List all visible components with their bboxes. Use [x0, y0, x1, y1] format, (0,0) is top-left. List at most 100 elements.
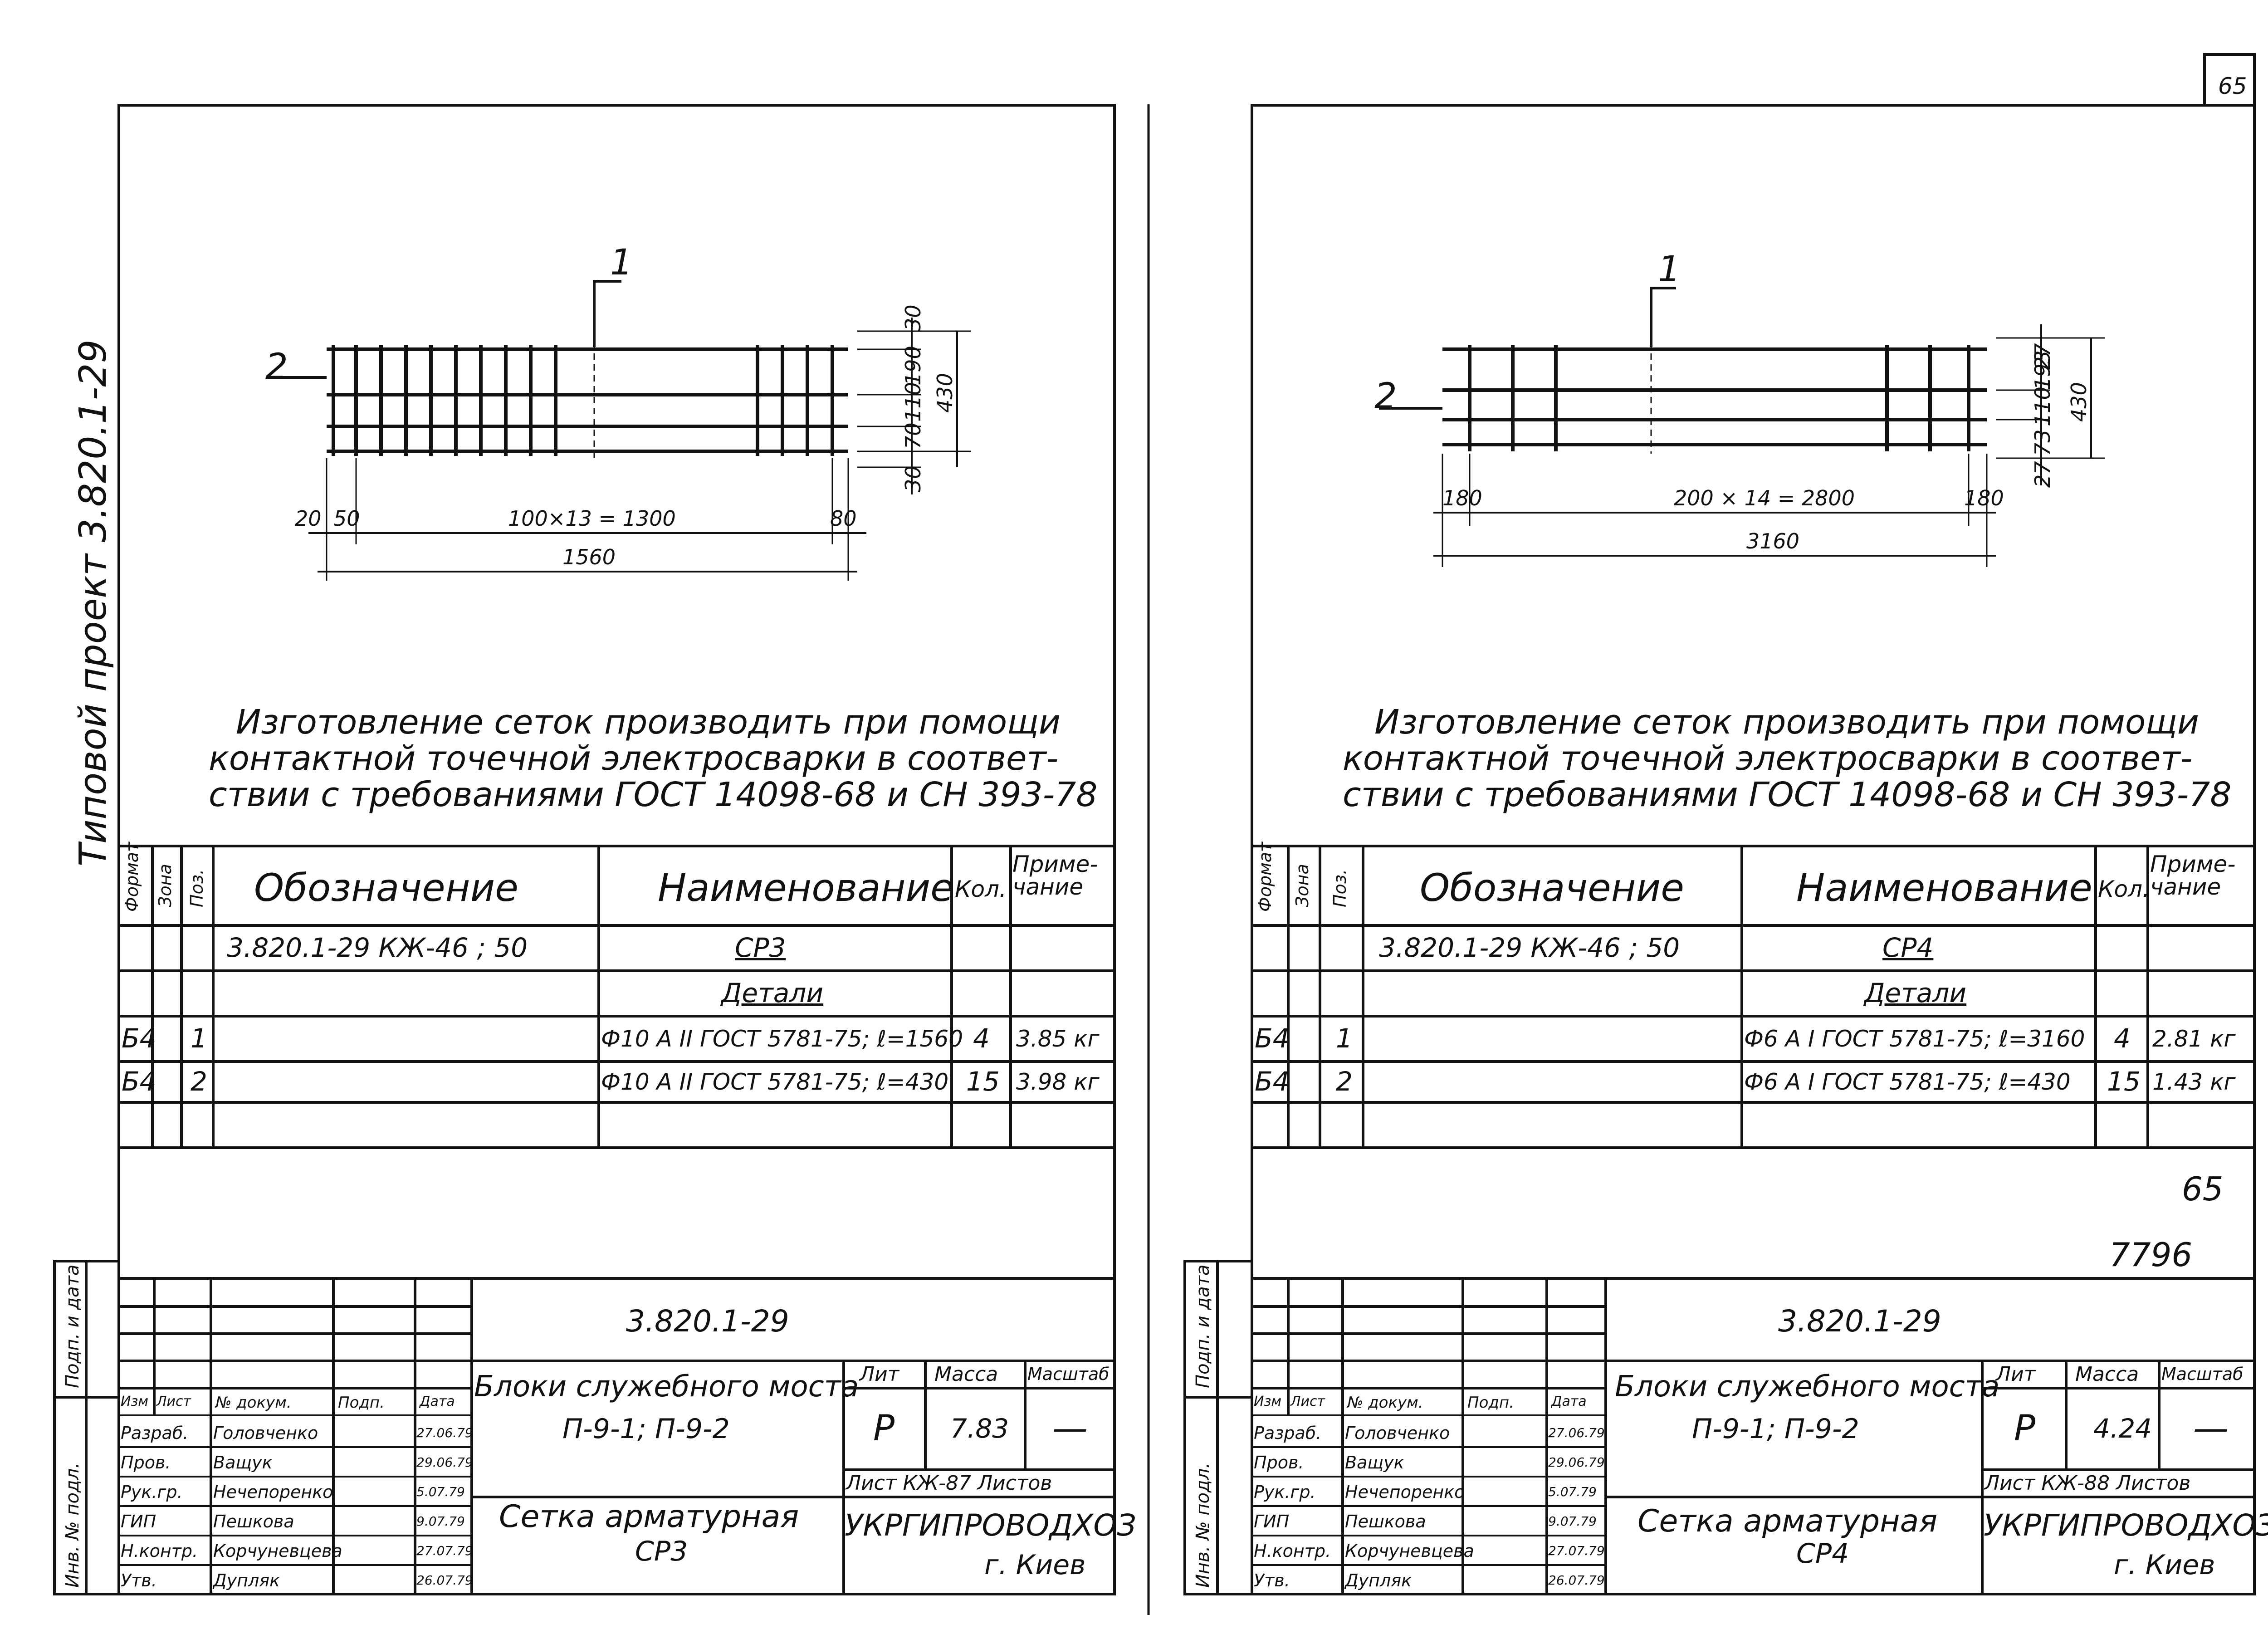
tb-lit: Р — [2014, 1408, 2036, 1449]
tb-scale-label: Масштаб — [1027, 1364, 1110, 1384]
tb-sheet-label: Лист КЖ-88 Листов — [1984, 1472, 2191, 1495]
tb-doc-code: 3.820.1-29 — [626, 1304, 789, 1339]
hdr-zone: Зона — [155, 864, 175, 907]
tb-name-3: Нечепоренко — [1345, 1482, 1465, 1502]
spec-row-3-pos: 1 — [191, 1023, 207, 1054]
tb-name-6: Дупляк — [1345, 1570, 1412, 1590]
dim-right-5: 30 — [901, 465, 925, 492]
mark-position-2: 2 — [265, 347, 288, 387]
dim-right-total: 430 — [933, 373, 957, 413]
stamp-number-65: 65 — [2182, 1170, 2224, 1208]
spec-row-3-format: Б4 — [122, 1023, 156, 1054]
tb-col-doc: № докум. — [1347, 1394, 1423, 1412]
tb-role-1: Разраб. — [1254, 1423, 1322, 1443]
hdr-zone: Зона — [1292, 864, 1312, 907]
hdr-pos: Поз. — [1330, 869, 1350, 907]
note-line-3: ствии с требованиями ГОСТ 14098-68 и СН … — [1343, 775, 2232, 814]
hdr-note: Приме-чание — [2150, 851, 2236, 900]
tb-date-6: 26.07.79 — [1548, 1573, 1605, 1588]
tb-city: г. Киев — [984, 1549, 1086, 1581]
spec-row-1-designation: 3.820.1-29 КЖ-46 ; 50 — [227, 932, 528, 963]
tb-date-4: 9.07.79 — [1548, 1514, 1597, 1529]
mark-position-1: 1 — [1658, 249, 1681, 290]
side-stamp-inv: Инв. № подл. — [62, 1463, 83, 1588]
spec-row-4-pos: 2 — [191, 1066, 207, 1097]
tb-name-6: Дупляк — [213, 1570, 280, 1590]
tb-col-list: Лист — [1290, 1394, 1325, 1409]
hdr-designation: Обозначение — [254, 866, 518, 910]
tb-date-3: 5.07.79 — [416, 1484, 465, 1499]
tb-role-5: Н.контр. — [121, 1541, 198, 1561]
tb-doc-code: 3.820.1-29 — [1778, 1304, 1941, 1339]
tb-org: УКРГИПРОВОДХОЗ — [1984, 1508, 2268, 1543]
tb-col-sign: Подп. — [1467, 1394, 1514, 1412]
hdr-designation: Обозначение — [1420, 866, 1684, 910]
dim-span: 100×13 = 1300 — [508, 506, 676, 531]
dim-total: 1560 — [562, 545, 616, 569]
spec-row-1-name: СР4 — [1882, 932, 1934, 963]
tb-col-date: Дата — [1551, 1394, 1587, 1409]
spec-row-3-pos: 1 — [1336, 1023, 1353, 1054]
spec-row-3-note: 3.85 кг — [1016, 1026, 1100, 1052]
tb-role-3: Рук.гр. — [121, 1482, 183, 1502]
tb-date-2: 29.06.79 — [416, 1455, 473, 1470]
tb-date-3: 5.07.79 — [1548, 1484, 1597, 1499]
tb-date-1: 27.06.79 — [416, 1425, 473, 1440]
dim-bottom-left: 180 — [1442, 486, 1482, 510]
tb-role-5: Н.контр. — [1254, 1541, 1331, 1561]
spec-row-3-name: Ф6 А I ГОСТ 5781-75; ℓ=3160 — [1744, 1026, 2085, 1052]
tb-object-line-1: Блоки служебного моста — [1615, 1370, 2000, 1404]
side-stamp-inv: Инв. № подл. — [1193, 1463, 1213, 1588]
tb-name-1: Головченко — [213, 1423, 318, 1443]
tb-lit-label: Лит — [1996, 1363, 2036, 1386]
tb-name-2: Ващук — [213, 1453, 273, 1473]
tb-title-line-1: Сетка арматурная — [499, 1499, 799, 1535]
tb-object-line-1: Блоки служебного моста — [474, 1370, 859, 1404]
dim-bottom-right: 80 — [830, 506, 857, 531]
tb-mass: 4.24 — [2093, 1413, 2152, 1444]
tb-title-line-2: СР3 — [635, 1536, 688, 1567]
spec-row-3-qty: 4 — [2114, 1023, 2131, 1054]
spec-row-1-name: СР3 — [735, 932, 786, 963]
tb-date-5: 27.07.79 — [416, 1543, 473, 1558]
spec-row-3-note: 2.81 кг — [2152, 1026, 2236, 1052]
tb-date-1: 27.06.79 — [1548, 1425, 1605, 1440]
spec-row-1-designation: 3.820.1-29 КЖ-46 ; 50 — [1379, 932, 1680, 963]
dim-right-4: 73 — [2030, 429, 2055, 456]
dim-right-2: 193 — [2030, 350, 2055, 390]
dim-right-3: 110 — [2030, 386, 2055, 426]
page-number: 65 — [2218, 73, 2247, 99]
tb-sheet-label: Лист КЖ-87 Листов — [846, 1472, 1052, 1495]
dim-right-3: 110 — [901, 382, 925, 422]
tb-name-3: Нечепоренко — [213, 1482, 333, 1502]
tb-title-line-2: СР4 — [1796, 1538, 1849, 1570]
tb-role-4: ГИП — [1254, 1512, 1290, 1531]
side-stamp-sign: Подп. и дата — [62, 1264, 83, 1388]
tb-scale: — — [1052, 1408, 1088, 1449]
tb-role-1: Разраб. — [121, 1423, 189, 1443]
spec-row-4-name: Ф10 А II ГОСТ 5781-75; ℓ=430 — [601, 1069, 949, 1095]
tb-role-2: Пров. — [1254, 1453, 1304, 1473]
hdr-name: Наименование — [658, 866, 954, 910]
tb-mass: 7.83 — [950, 1413, 1009, 1444]
spec-row-3-format: Б4 — [1255, 1023, 1290, 1054]
hdr-pos: Поз. — [187, 869, 207, 907]
hdr-note: Приме-чание — [1012, 851, 1098, 900]
tb-date-5: 27.07.79 — [1548, 1543, 1605, 1558]
tb-name-1: Головченко — [1345, 1423, 1450, 1443]
tb-role-6: Утв. — [1254, 1570, 1290, 1590]
tb-object-line-2: П-9-1; П-9-2 — [562, 1413, 730, 1445]
tb-name-5: Корчуневцева — [1345, 1541, 1474, 1561]
tb-col-list: Лист — [156, 1394, 191, 1409]
tb-date-4: 9.07.79 — [416, 1514, 465, 1529]
spec-row-4-qty: 15 — [2107, 1066, 2141, 1097]
mark-position-1: 1 — [610, 242, 633, 283]
dim-bottom-right: 180 — [1964, 486, 2004, 510]
dim-right-1: 30 — [901, 304, 925, 331]
spec-row-4-format: Б4 — [1255, 1066, 1290, 1097]
dim-right-2: 190 — [901, 346, 925, 386]
tb-org: УКРГИПРОВОДХОЗ — [845, 1508, 1136, 1543]
tb-col-date: Дата — [420, 1394, 455, 1409]
tb-col-izm: Изм — [1254, 1394, 1282, 1409]
